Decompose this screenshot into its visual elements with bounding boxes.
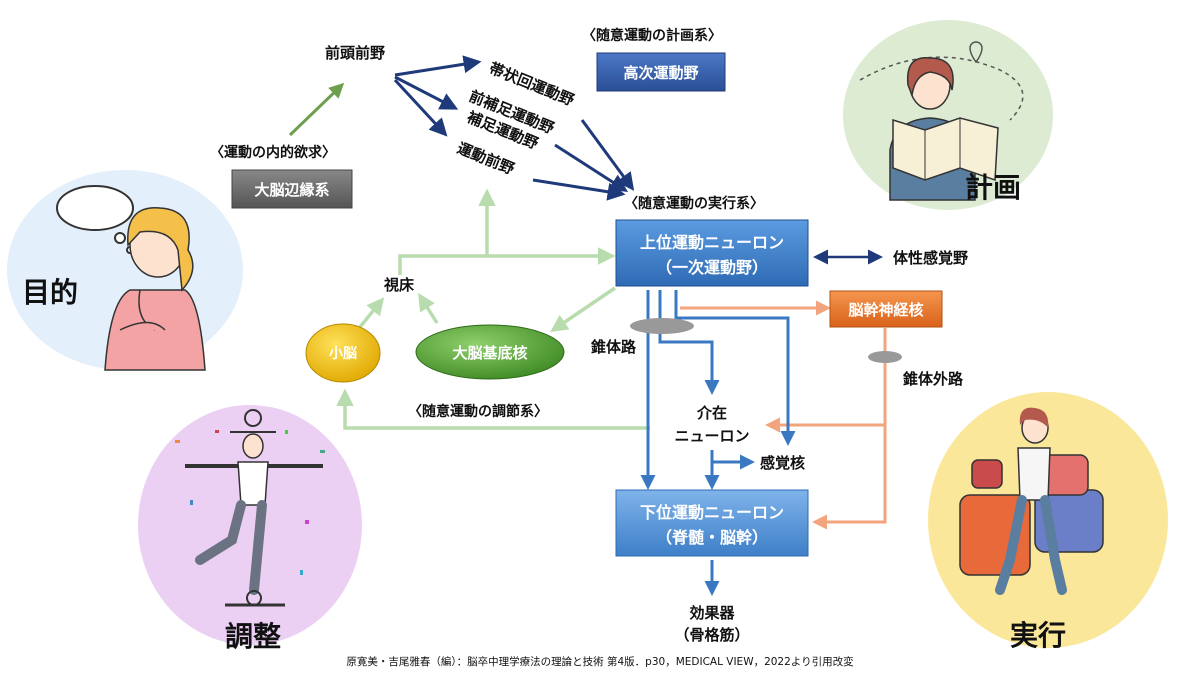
node-brainstem-nuclei: 脳幹神経核 (829, 290, 943, 328)
execute-illustration: 実行 (928, 392, 1168, 652)
node-thalamus: 視床 (383, 276, 415, 294)
planning-caption: 〈随意運動の計画系〉 (582, 27, 722, 44)
svg-text:高次運動野: 高次運動野 (623, 64, 698, 82)
arrow-frontal-to-supp (394, 75, 459, 110)
extrapyramidal-junction (868, 351, 902, 363)
node-frontal: 前頭前野 (325, 44, 385, 62)
node-sensory-nucleus: 感覚核 (760, 454, 805, 472)
node-upper-motor-neuron: 上位運動ニューロン （一次運動野） (615, 219, 809, 287)
label-purpose: 目的 (22, 276, 78, 309)
svg-text:（脊髄・脳幹）: （脊髄・脳幹） (656, 528, 768, 547)
arrow-frontal-to-premotor (393, 78, 448, 137)
node-effector-1: 効果器 (689, 604, 735, 622)
svg-text:下位運動ニューロン: 下位運動ニューロン (640, 503, 784, 522)
svg-text:大脳基底核: 大脳基底核 (452, 344, 527, 362)
adjust-illustration: 調整 (138, 405, 362, 653)
plan-illustration: 計画 (843, 20, 1053, 210)
pyramidal-junction (630, 318, 694, 334)
arrow-premotor-to-upper (532, 178, 626, 201)
label-execute: 実行 (1010, 619, 1066, 652)
svg-text:大脳辺縁系: 大脳辺縁系 (254, 181, 329, 199)
node-lower-motor-neuron: 下位運動ニューロン （脊髄・脳幹） (615, 489, 809, 557)
woman-with-suitcases-icon (959, 407, 1104, 595)
regulation-loop-arrows (336, 188, 650, 430)
exec-caption: 〈随意運動の実行系〉 (624, 195, 764, 212)
node-effector-2: （骨格筋） (674, 626, 749, 644)
map-pin-icon (969, 41, 983, 64)
arrow-limbic-to-frontal (288, 82, 345, 137)
limbic-caption: 〈運動の内的欲求〉 (210, 144, 336, 161)
balancing-woman-icon (185, 409, 323, 607)
node-somatosensory: 体性感覚野 (893, 249, 968, 267)
node-cerebellum: 小脳 (305, 323, 381, 383)
node-interneuron-2: ニューロン (674, 427, 749, 445)
node-higher-motor: 高次運動野 (596, 52, 726, 92)
svg-text:上位運動ニューロン: 上位運動ニューロン (640, 233, 784, 252)
thought-bubble-icon (56, 185, 134, 254)
node-premotor: 運動前野 (455, 139, 517, 178)
purpose-illustration: 目的 (7, 170, 243, 371)
label-extrapyramidal: 錐体外路 (903, 370, 964, 388)
arrow-frontal-to-cingulate (394, 55, 482, 77)
label-plan: 計画 (965, 171, 1021, 204)
label-pyramidal: 錐体路 (591, 338, 637, 356)
regulation-caption: 〈随意運動の調節系〉 (408, 403, 548, 420)
label-adjust: 調整 (225, 620, 281, 653)
woman-thinking-icon (104, 207, 206, 371)
citation: 原寛美・吉尾雅春（編）：脳卒中理学療法の理論と技術 第4版．p30，MEDICA… (346, 655, 854, 668)
node-interneuron-1: 介在 (696, 404, 727, 422)
arrow-supp-to-upper (554, 143, 629, 192)
svg-text:脳幹神経核: 脳幹神経核 (848, 301, 923, 319)
svg-text:（一次運動野）: （一次運動野） (656, 258, 768, 277)
svg-text:小脳: 小脳 (329, 345, 357, 362)
woman-with-map-icon (889, 57, 999, 201)
node-basal-ganglia: 大脳基底核 (415, 324, 565, 380)
node-limbic: 大脳辺縁系 (231, 169, 353, 209)
